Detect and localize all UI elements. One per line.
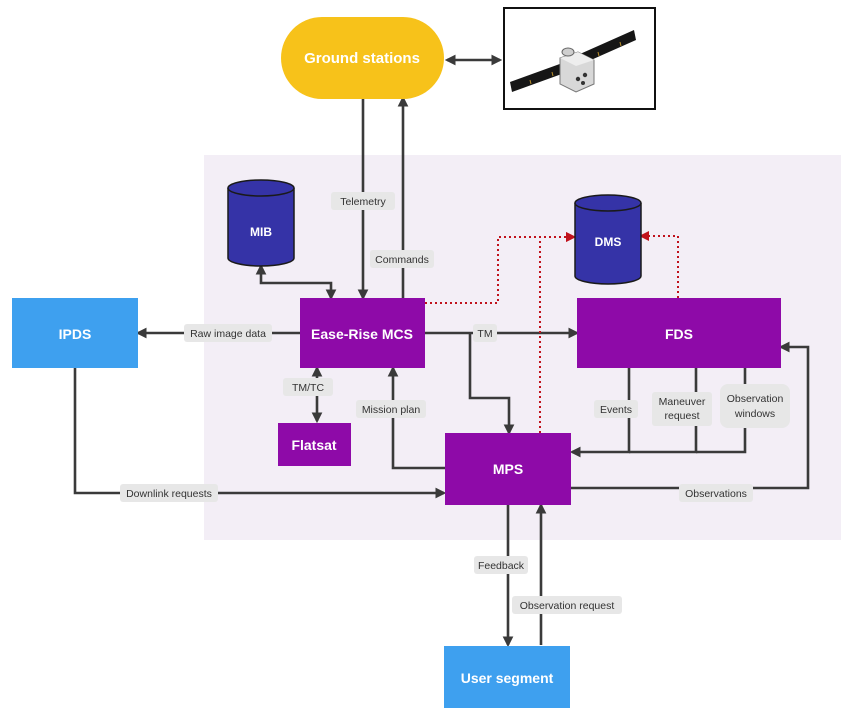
label-observation-request: Observation request bbox=[512, 596, 622, 614]
label-downlink-requests: Downlink requests bbox=[120, 484, 218, 502]
ground-stations-node: Ground stations bbox=[281, 17, 444, 99]
user-segment-node: User segment bbox=[444, 646, 570, 708]
label-events: Events bbox=[594, 400, 638, 418]
svg-text:Maneuver: Maneuver bbox=[659, 396, 706, 408]
svg-text:Downlink requests: Downlink requests bbox=[126, 488, 212, 500]
mib-database: MIB bbox=[227, 179, 295, 267]
svg-text:TM/TC: TM/TC bbox=[292, 382, 324, 394]
mcs-node: Ease-Rise MCS bbox=[300, 298, 425, 368]
svg-text:request: request bbox=[664, 410, 699, 422]
svg-text:Observation request: Observation request bbox=[520, 600, 615, 612]
flatsat-label: Flatsat bbox=[291, 437, 336, 453]
svg-text:Mission plan: Mission plan bbox=[362, 404, 421, 416]
edge-fds-dms bbox=[639, 231, 679, 298]
label-commands: Commands bbox=[370, 250, 434, 268]
svg-text:windows: windows bbox=[734, 408, 775, 420]
svg-text:Observation: Observation bbox=[727, 393, 784, 405]
edge-mps-dms bbox=[539, 232, 576, 433]
svg-text:Events: Events bbox=[600, 404, 632, 416]
label-observation-windows: Observation windows bbox=[720, 384, 790, 428]
flatsat-node: Flatsat bbox=[278, 423, 351, 466]
label-feedback: Feedback bbox=[474, 556, 528, 574]
user-segment-label: User segment bbox=[461, 670, 554, 686]
edge-mcs-dms bbox=[425, 232, 576, 304]
edge-labels: Telemetry Commands Raw image data TM TM/… bbox=[120, 192, 790, 614]
fds-node: FDS bbox=[577, 298, 781, 368]
mcs-label: Ease-Rise MCS bbox=[311, 326, 413, 342]
mps-node: MPS bbox=[445, 433, 571, 505]
label-observations: Observations bbox=[679, 484, 753, 502]
svg-text:Raw image data: Raw image data bbox=[190, 328, 266, 340]
label-maneuver-request: Maneuver request bbox=[652, 392, 712, 426]
label-telemetry: Telemetry bbox=[331, 192, 395, 210]
svg-text:Observations: Observations bbox=[685, 488, 747, 500]
svg-text:TM: TM bbox=[477, 328, 492, 340]
label-tm-tc: TM/TC bbox=[283, 378, 333, 396]
dms-database: DMS bbox=[574, 194, 642, 285]
edge-downlink-requests bbox=[73, 368, 447, 499]
label-raw-image-data: Raw image data bbox=[184, 324, 272, 342]
edge-tm-mps bbox=[468, 333, 515, 436]
label-tm: TM bbox=[473, 324, 497, 342]
ipds-node: IPDS bbox=[12, 298, 138, 368]
dms-label: DMS bbox=[595, 235, 622, 249]
label-mission-plan: Mission plan bbox=[356, 400, 426, 418]
mib-label: MIB bbox=[250, 225, 272, 239]
mps-label: MPS bbox=[493, 461, 523, 477]
fds-label: FDS bbox=[665, 326, 693, 342]
edge-mib-mcs bbox=[255, 263, 337, 301]
satellite-image bbox=[503, 7, 656, 110]
ground-stations-label: Ground stations bbox=[304, 50, 420, 67]
ipds-label: IPDS bbox=[59, 326, 92, 342]
svg-text:Feedback: Feedback bbox=[478, 560, 525, 572]
svg-text:Commands: Commands bbox=[375, 254, 429, 266]
svg-text:Telemetry: Telemetry bbox=[340, 196, 386, 208]
